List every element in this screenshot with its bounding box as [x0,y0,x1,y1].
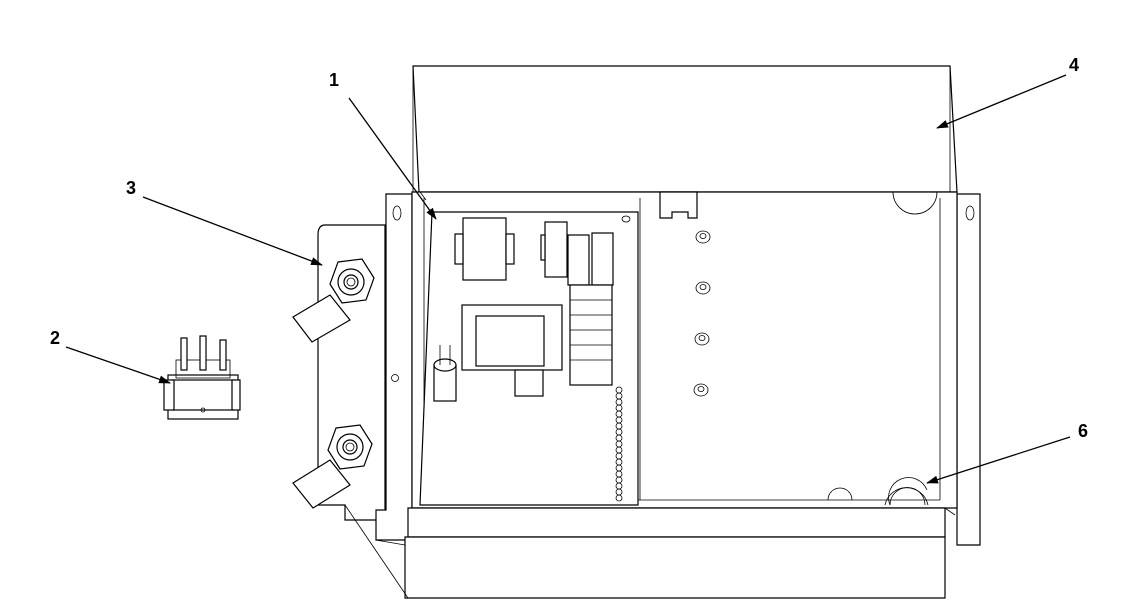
leader-2 [65,346,171,384]
cable-gland-upper [292,258,375,343]
front-panel [344,504,956,599]
callout-1: 1 [329,70,339,90]
leader-1 [348,97,437,220]
callout-3: 3 [126,178,136,198]
knockout-holes [827,191,938,506]
leader-6 [926,436,1071,484]
cable-gland-lower [292,424,373,509]
leader-4 [936,74,1067,129]
callout-6: 6 [1078,421,1088,441]
cover-lid [412,65,958,193]
pin-header [615,386,623,502]
leader-lines [65,74,1071,484]
callout-2: 2 [50,328,60,348]
callout-labels: 1 2 3 4 6 [50,55,1088,441]
standoffs [693,230,711,397]
rocker-switch [163,335,241,420]
callout-4: 4 [1069,55,1079,75]
mounting-tab [659,191,698,219]
circuit-board [419,211,639,506]
leader-3 [142,196,323,266]
